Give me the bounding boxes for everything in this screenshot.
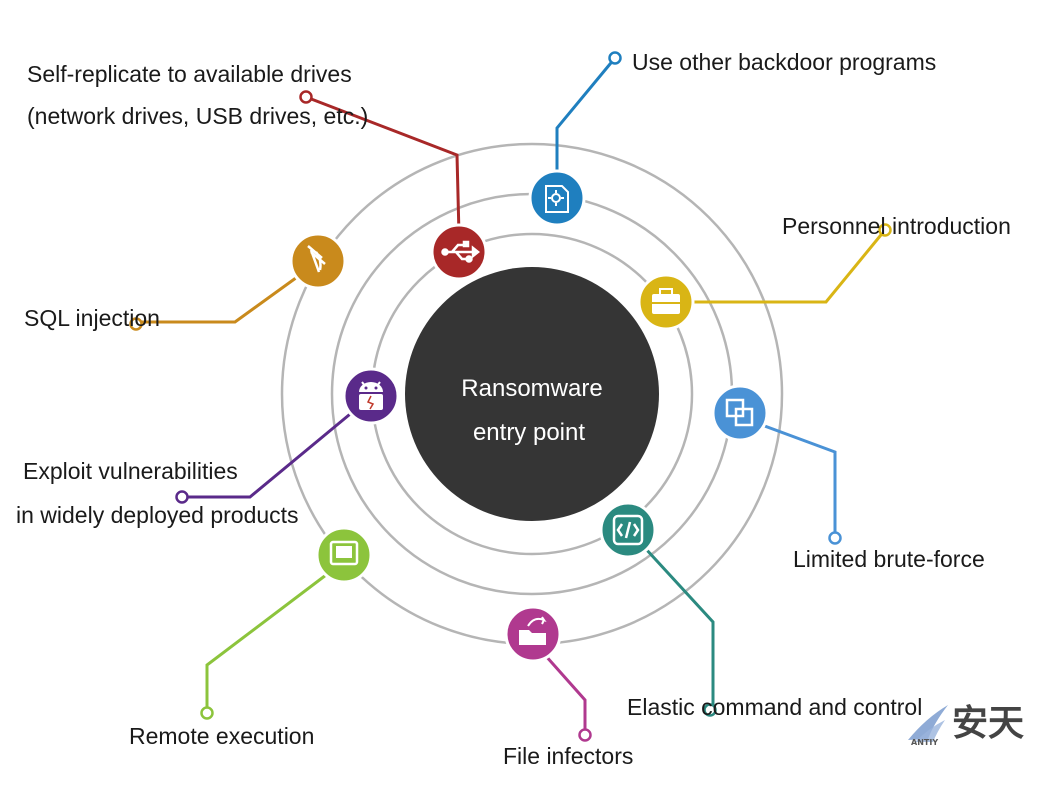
center-title-line2: entry point	[472, 419, 586, 446]
node-c2	[599, 501, 657, 559]
label-bruteforce: Limited brute-force	[793, 546, 985, 572]
syringe-icon	[307, 245, 326, 273]
connector-end-backdoor	[608, 51, 622, 65]
label-backdoor: Use other backdoor programs	[632, 49, 937, 75]
connector-sql	[136, 273, 301, 324]
label-fileinfect: File infectors	[503, 743, 634, 769]
center-title-line1: Ransomware	[461, 375, 603, 402]
node-backdoor	[528, 169, 586, 227]
connector-end-c2	[703, 703, 717, 717]
label-sql: SQL injection	[24, 305, 160, 331]
connector-end-bruteforce	[828, 531, 842, 545]
usb-icon	[441, 240, 481, 263]
gear-document-icon	[545, 185, 569, 213]
node-usb	[430, 223, 488, 281]
connector-remote	[205, 570, 331, 713]
connector-personnel	[690, 229, 887, 304]
connector-c2	[643, 546, 715, 710]
connector-fileinfect	[543, 654, 587, 735]
briefcase-icon	[652, 288, 680, 314]
node-bruteforce	[711, 384, 769, 442]
connector-bruteforce	[761, 423, 837, 538]
node-fileinfect	[504, 605, 562, 663]
label-usb-line2: (network drives, USB drives, etc.)	[27, 103, 369, 129]
antiy-logo-mark	[908, 705, 948, 742]
label-c2: Elastic command and control	[627, 694, 923, 720]
code-brackets-icon	[612, 514, 644, 546]
connector-end-sql	[129, 317, 143, 331]
antiy-logo-sub: ANTIY	[911, 738, 939, 747]
label-usb-line1: Self-replicate to available drives	[27, 61, 352, 87]
connector-end-personnel	[878, 223, 892, 237]
folder-arrow-icon	[519, 616, 547, 645]
connector-end-vuln	[175, 490, 189, 504]
android-crack-icon	[359, 381, 383, 410]
connector-end-remote	[200, 706, 214, 720]
node-remote	[315, 526, 373, 584]
monitor-icon	[329, 540, 359, 566]
center-disc	[405, 267, 659, 521]
node-vuln	[342, 367, 400, 425]
antiy-logo-text: 安天	[952, 703, 1025, 744]
label-personnel: Personnel introduction	[782, 213, 1011, 239]
node-sql	[289, 232, 347, 290]
overlapping-squares-icon	[725, 398, 754, 427]
connector-backdoor	[555, 57, 617, 180]
node-personnel	[637, 273, 695, 331]
label-vuln-line1: Exploit vulnerabilities	[23, 458, 238, 484]
connector-end-fileinfect	[578, 728, 592, 742]
connector-vuln	[182, 408, 356, 499]
connector-end-usb	[299, 90, 313, 104]
connector-usb	[305, 95, 461, 236]
label-vuln-line2: in widely deployed products	[16, 502, 299, 528]
label-remote: Remote execution	[129, 723, 315, 749]
